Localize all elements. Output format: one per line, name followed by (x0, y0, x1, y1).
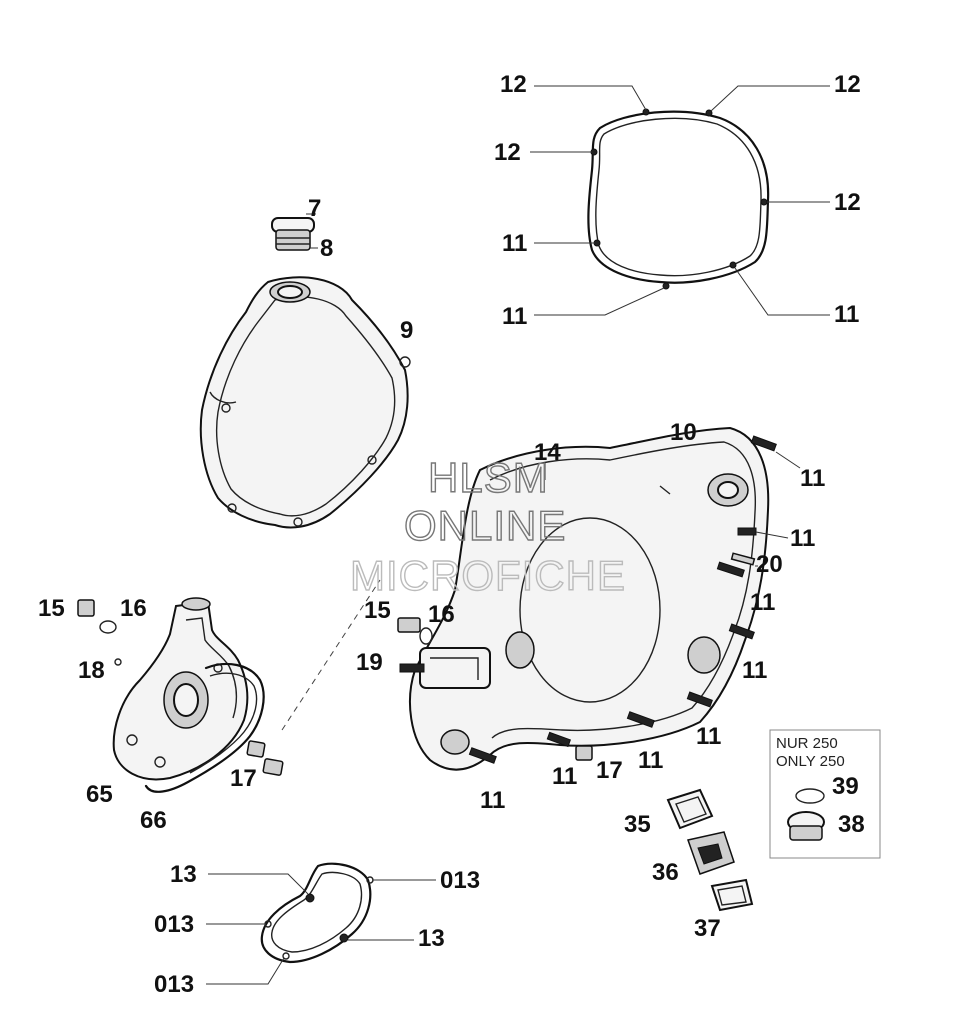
rubber-grommets (666, 788, 754, 912)
alignment-line (281, 579, 381, 731)
callout-label: 013 (440, 867, 480, 894)
watermark-line-1: HLSM (428, 454, 549, 501)
callout-label: 36 (652, 859, 679, 886)
callout-label: 18 (78, 657, 105, 684)
watermark: HLSM ONLINE MICROFICHE (349, 453, 626, 599)
callout-label: 10 (670, 419, 697, 446)
note-line-1: NUR 250 (776, 735, 838, 752)
callout-label: 16 (120, 595, 147, 622)
callout-label: 11 (480, 787, 505, 814)
drain-plug-housing (397, 617, 433, 673)
callout-label: 11 (800, 465, 825, 492)
callout-label: 13 (418, 925, 445, 952)
callout-label: 11 (750, 589, 775, 616)
water-pump-gasket (206, 862, 436, 985)
callout-label: 38 (838, 811, 865, 838)
callout-label: 013 (154, 911, 194, 938)
callout-label: 11 (502, 230, 527, 257)
callout-label: 11 (790, 525, 815, 552)
callout-label: 11 (834, 301, 859, 328)
callout-label: 11 (502, 303, 527, 330)
callout-labels: 12 12 12 12 11 11 11 7 8 9 10 14 11 11 2… (38, 71, 865, 998)
callout-label: 8 (320, 235, 333, 262)
callout-label: 19 (356, 649, 383, 676)
callout-label: 20 (756, 551, 783, 578)
callout-label: 35 (624, 811, 651, 838)
callout-label: 11 (638, 747, 663, 774)
callout-label: 12 (834, 189, 861, 216)
cover-bolts (468, 435, 801, 764)
note-box-250 (769, 729, 881, 859)
callout-label: 65 (86, 781, 113, 808)
callout-label: 11 (696, 723, 721, 750)
callout-label: 13 (170, 861, 197, 888)
callout-label: 7 (308, 195, 321, 222)
note-line-2: ONLY 250 (776, 753, 845, 770)
callout-label: 12 (834, 71, 861, 98)
callout-label: 15 (364, 597, 391, 624)
ignition-cover-housing (409, 426, 770, 771)
watermark-line-3: MICROFICHE (350, 552, 626, 599)
watermark-line-2: ONLINE (404, 502, 566, 549)
clutch-cover-gasket (530, 85, 830, 316)
callout-label: 39 (832, 773, 859, 800)
callout-label: 37 (694, 915, 721, 942)
callout-label: 14 (534, 439, 561, 466)
callout-label: 11 (742, 657, 767, 684)
callout-label: 12 (494, 139, 521, 166)
callout-label: 17 (230, 765, 257, 792)
oil-filler-plug (271, 213, 318, 251)
callout-label: 17 (596, 757, 623, 784)
callout-label: 66 (140, 807, 167, 834)
water-pump-cover (77, 597, 284, 793)
callout-label: 16 (428, 601, 455, 628)
callout-label: 013 (154, 971, 194, 998)
clutch-cover (199, 276, 411, 529)
callout-label: 15 (38, 595, 65, 622)
callout-label: 12 (500, 71, 527, 98)
callout-label: 9 (400, 317, 413, 344)
callout-label: 11 (552, 763, 577, 790)
